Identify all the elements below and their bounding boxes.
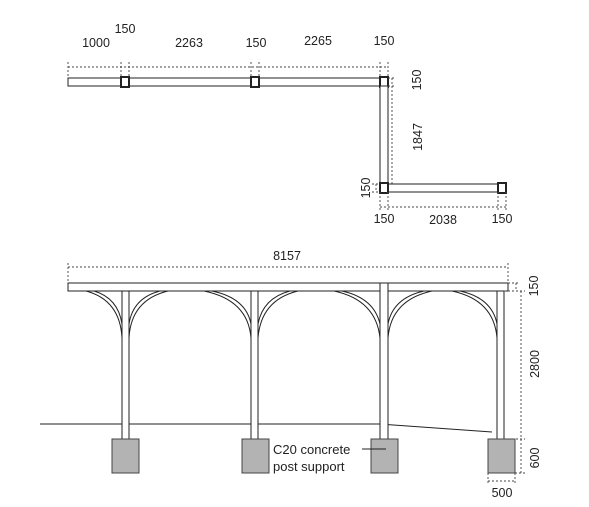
dim-2265: 2265 xyxy=(304,34,332,48)
dim-footing-width: 500 xyxy=(491,486,513,500)
note-line-1: C20 concrete xyxy=(273,442,351,457)
ground-line xyxy=(40,423,493,433)
plan-main-beam xyxy=(67,77,389,87)
plan-post xyxy=(250,76,260,88)
dim-beam-height: 150 xyxy=(526,275,541,297)
concrete-footing xyxy=(487,438,516,474)
concrete-footing xyxy=(370,438,399,474)
dim-150: 150 xyxy=(245,36,267,50)
dim-150-vertical: 150 xyxy=(409,69,424,91)
elevation-post xyxy=(121,290,130,440)
elevation-beam xyxy=(67,282,509,292)
dim-post-height: 2800 xyxy=(527,350,542,378)
dim-footing-height: 600 xyxy=(527,447,542,469)
plan-side-beam xyxy=(379,85,389,185)
dim-150: 150 xyxy=(114,22,136,36)
dim-150-vertical: 150 xyxy=(358,177,373,199)
dim-150: 150 xyxy=(491,212,513,226)
dim-1847: 1847 xyxy=(410,123,425,151)
plan-lower-beam xyxy=(379,183,507,193)
dim-overall-length: 8157 xyxy=(273,249,301,263)
dim-2263: 2263 xyxy=(175,36,203,50)
dim-150: 150 xyxy=(373,212,395,226)
dim-150: 150 xyxy=(373,34,395,48)
elevation-view xyxy=(40,263,525,485)
concrete-footing xyxy=(111,438,140,474)
note-line-2: post support xyxy=(273,459,345,474)
plan-post xyxy=(497,182,507,194)
elevation-post xyxy=(496,290,505,440)
knee-braces xyxy=(85,290,498,339)
dim-2038: 2038 xyxy=(429,213,457,227)
plan-post xyxy=(379,182,389,194)
elevation-post xyxy=(379,282,389,440)
elevation-post xyxy=(250,290,259,440)
plan-view xyxy=(67,62,507,211)
dim-1000: 1000 xyxy=(82,36,110,50)
concrete-support-note: C20 concrete post support xyxy=(273,441,350,475)
plan-post xyxy=(120,76,130,88)
concrete-footing xyxy=(241,438,270,474)
